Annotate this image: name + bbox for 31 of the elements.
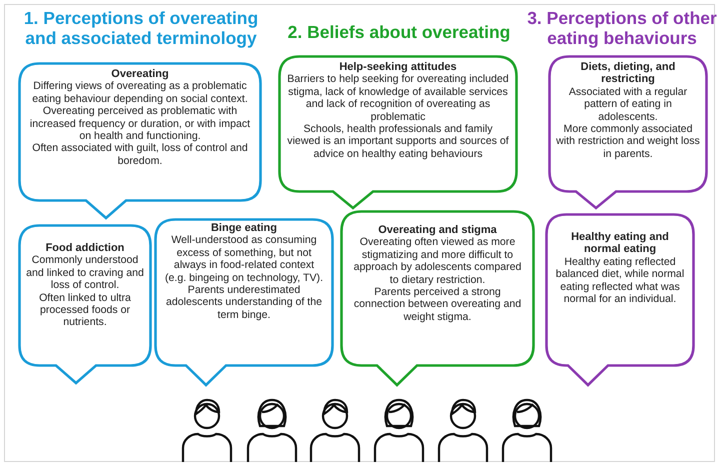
bubble-text: Overeating perceived as problematic with increased frequency or duration, or with impact on health and functioning. [28,105,252,142]
column-heading: 1. Perceptions of overeating and associated terminology [22,8,260,48]
bubble-heading: Healthy eating and normal eating [570,231,670,256]
bubble-text: Differing views of overeating as a problematic eating behaviour depending on social context. [31,80,249,106]
bubble-text: Parents underestimated adolescents understanding of the term binge. [164,284,324,322]
speech-bubble [18,62,262,220]
bubble-text: Associated with a regular pattern of eating in adolescents. [568,86,688,124]
bubble-heading: Help-seeking attitudes [338,61,458,74]
speech-bubble [340,210,535,387]
bubble-text: Barriers to help seeking for overeating included stigma, lack of knowledge of available services and lack of recognition of overeating as problematic [286,73,510,124]
speech-bubble [548,55,708,210]
bubble-text: Well-understood as consuming excess of something, but not always in food-related context (e.g. bingeing on technology, TV). [164,234,324,284]
column-heading: 2. Beliefs about overeating [286,22,512,42]
bubble-heading: Overeating [110,68,170,80]
speech-bubble [154,218,334,387]
bubble-heading: Overeating and stigma [377,224,498,236]
bubble-text: Healthy eating reflected balanced diet, while normal eating reflected what was normal for an individual. [554,256,686,306]
bubble-text: More commonly associated with restriction and weight loss in parents. [556,123,700,160]
bubble-text: Often associated with guilt, loss of control and boredom. [31,142,249,168]
bubble-text: Commonly understood and linked to craving and loss of control. [26,254,144,292]
speech-bubble [18,224,152,385]
bubble-heading: Binge eating [210,222,278,234]
column-heading: 3. Perceptions of other eating behaviours [526,8,718,48]
bubble-text: Overeating often viewed as more stigmatizing and more difficult to approach by adolescents compared to dietary restriction. [352,236,522,286]
bubble-text: Schools, health professionals and family viewed is an important supports and sources of advice on healthy eating behaviours [286,123,510,160]
bubble-heading: Diets, dieting, and restricting [580,61,676,86]
speech-bubble [545,213,695,387]
bubble-text: Often linked to ultra processed foods or nutrients. [38,292,132,329]
bubble-heading: Food addiction [44,242,126,254]
speech-bubble [278,55,518,210]
bubble-text: Parents perceived a strong connection between overeating and weight stigma. [352,286,522,324]
